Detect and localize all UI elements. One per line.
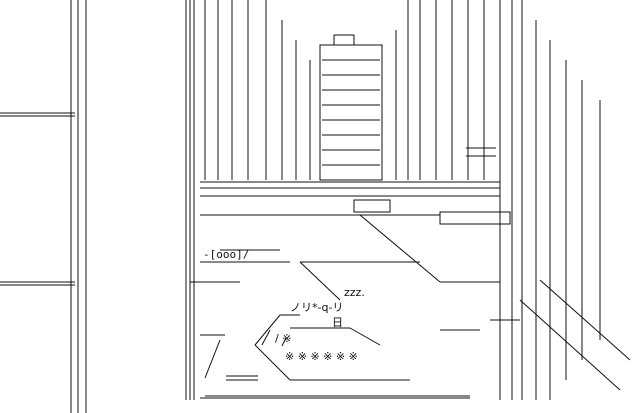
kanji-label: 日 [332,316,343,329]
left-pillar [0,0,87,413]
building-background [185,0,601,400]
sleep-text: zzz. [344,286,365,299]
character-face: ノリ*-q-リ [290,301,343,314]
pattern-row: ※ ※ ※ ※ ※ ※ [285,350,358,363]
sign-text: -[ooo]/ [203,248,249,261]
bed [254,314,410,381]
street-scene [190,199,631,399]
pattern-top: / ※ [275,332,291,345]
